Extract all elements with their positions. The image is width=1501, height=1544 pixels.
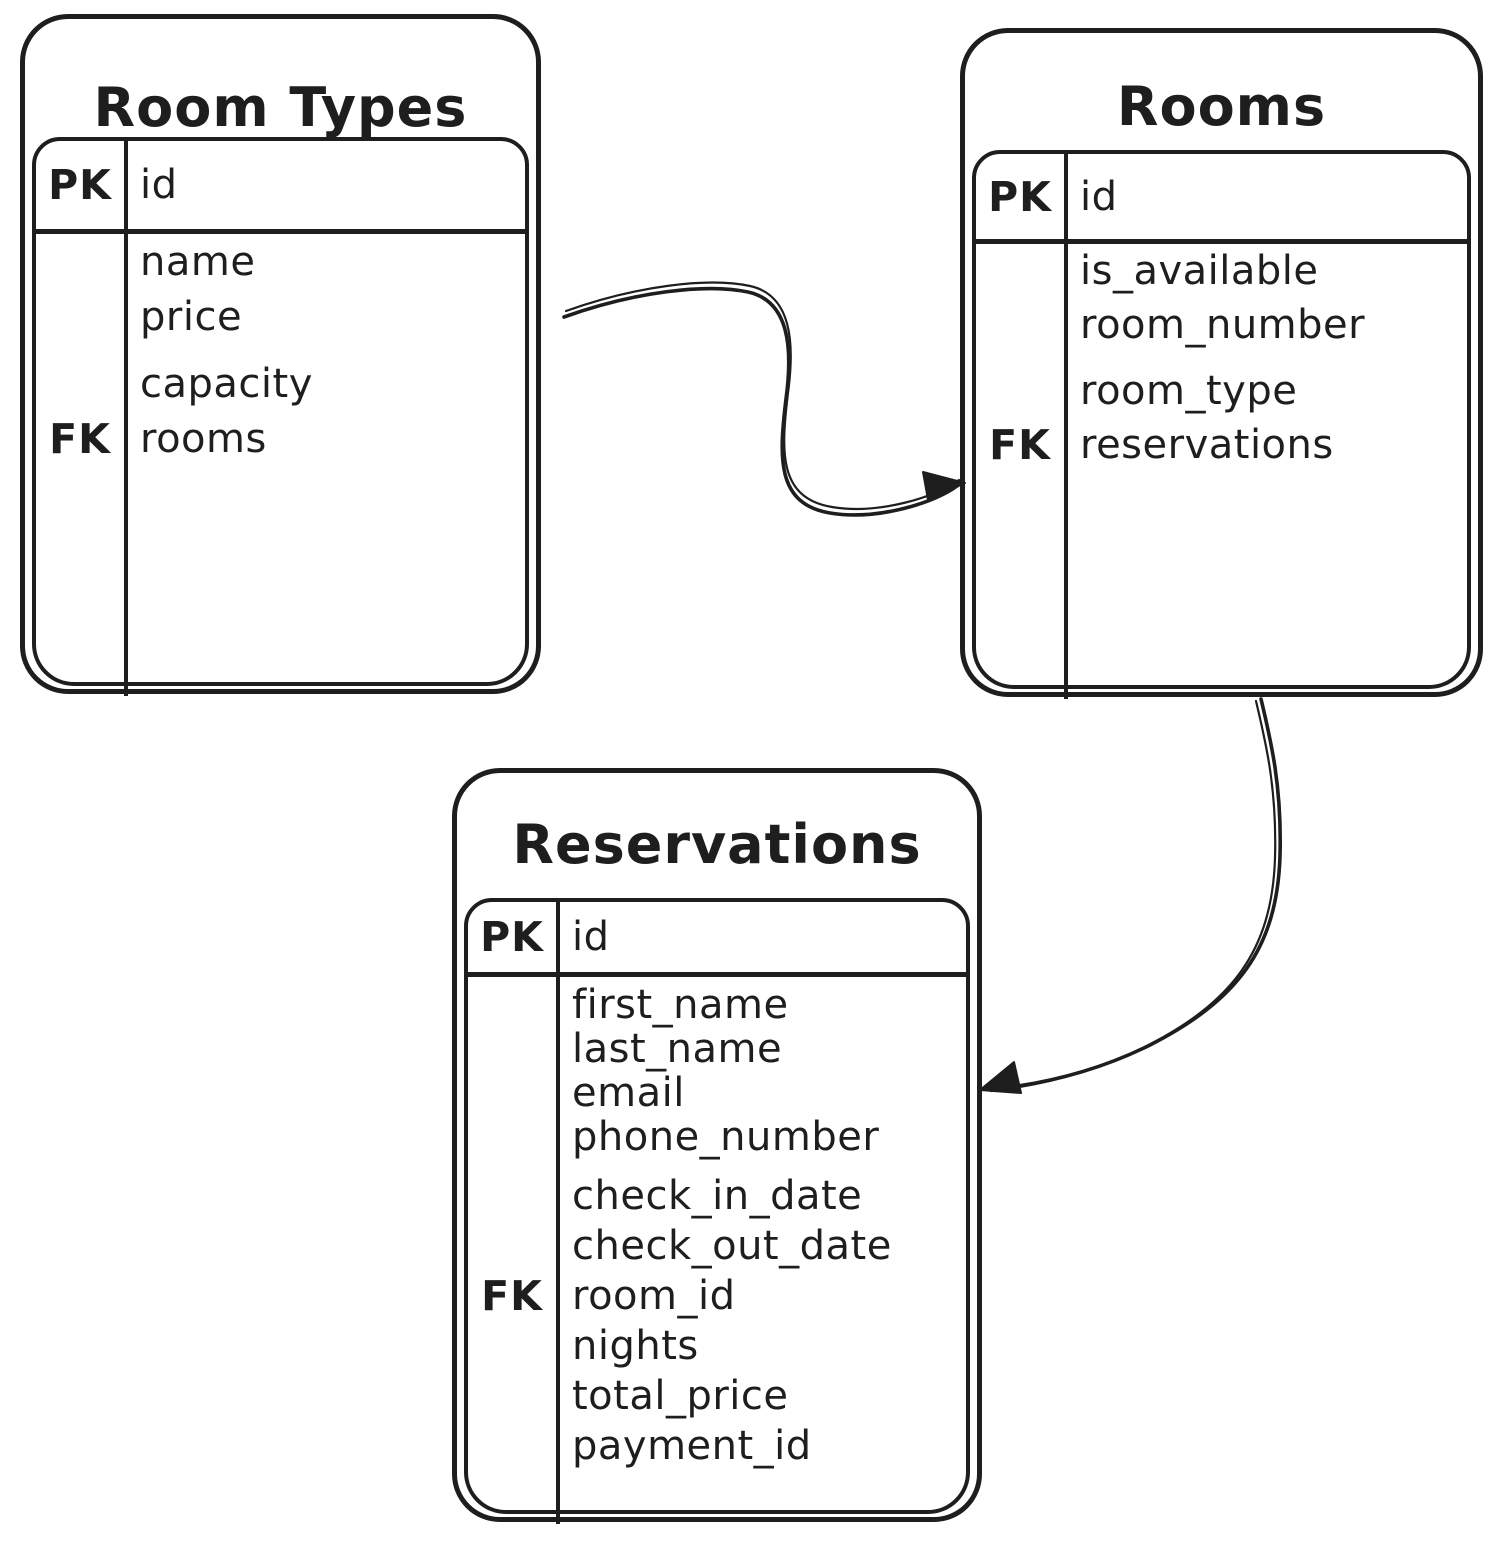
attribute-row: is_available [976, 244, 1467, 298]
table-field-panel: PK id first_name last_name email [464, 898, 970, 1524]
table-title: Room Types [93, 76, 468, 139]
attribute-row: check_out_date [468, 1221, 966, 1271]
attribute-row: payment_id [468, 1421, 966, 1471]
pk-key-label: PK [48, 161, 112, 209]
field-label: price [140, 293, 243, 340]
table-rooms[interactable]: Rooms PK id is_available room_number roo… [960, 28, 1483, 699]
attribute-row: check_in_date [468, 1171, 966, 1221]
field-label: first_name [572, 982, 789, 1028]
key-column-divider [556, 898, 560, 1524]
relation-arrow-room-types-to-rooms[interactable] [562, 281, 966, 517]
attribute-row: price [36, 289, 525, 344]
table-reservations[interactable]: Reservations PK id first_name last_name … [452, 768, 982, 1524]
field-label: capacity [140, 360, 313, 407]
attribute-row: nights [468, 1321, 966, 1371]
key-column-divider [124, 137, 128, 696]
attribute-row: room_type [976, 364, 1467, 418]
pk-field-label: id [1080, 173, 1118, 220]
table-field-panel: PK id name price capacity FK roo [32, 137, 529, 696]
key-label: FK [481, 1272, 543, 1320]
table-title: Rooms [1116, 75, 1327, 138]
pk-field-label: id [140, 162, 178, 208]
attribute-row: FK rooms [36, 411, 525, 466]
field-label: check_out_date [572, 1223, 892, 1269]
field-label: phone_number [572, 1114, 880, 1160]
field-label: check_in_date [572, 1173, 863, 1219]
field-label: rooms [140, 415, 267, 462]
field-label: email [572, 1070, 685, 1116]
attribute-list: name price capacity FK rooms [36, 234, 525, 466]
attribute-row: FK room_id [468, 1271, 966, 1321]
attribute-row: phone_number [468, 1114, 966, 1160]
arrowhead-icon [922, 471, 966, 501]
field-label: payment_id [572, 1423, 812, 1469]
attribute-list: is_available room_number room_type FK re… [976, 244, 1467, 472]
key-label: FK [49, 414, 111, 463]
field-label: nights [572, 1323, 699, 1369]
field-label: reservations [1080, 422, 1334, 468]
attribute-row: first_name [468, 982, 966, 1028]
pk-key-label: PK [988, 172, 1052, 221]
field-label: name [140, 238, 256, 285]
attribute-row: total_price [468, 1371, 966, 1421]
field-label: room_type [1080, 368, 1298, 414]
pk-key-label: PK [480, 913, 544, 961]
field-label: room_id [572, 1273, 736, 1319]
attribute-list: first_name last_name email phone_number … [468, 977, 966, 1471]
field-label: total_price [572, 1373, 789, 1419]
table-field-panel: PK id is_available room_number room_type… [972, 150, 1471, 699]
key-column-divider [1064, 150, 1068, 699]
key-label: FK [989, 421, 1051, 469]
pk-row: PK id [468, 902, 966, 977]
attribute-row: name [36, 234, 525, 289]
pk-field-label: id [572, 914, 610, 960]
table-title: Reservations [512, 813, 922, 876]
pk-row: PK id [976, 154, 1467, 244]
attribute-row: capacity [36, 356, 525, 411]
field-label: is_available [1080, 248, 1319, 294]
arrowhead-icon [979, 1061, 1022, 1094]
field-label: room_number [1080, 302, 1366, 348]
relation-arrow-rooms-to-reservations[interactable] [979, 697, 1283, 1094]
attribute-row: FK reservations [976, 418, 1467, 472]
attribute-row: last_name [468, 1026, 966, 1072]
attribute-row: room_number [976, 298, 1467, 352]
field-label: last_name [572, 1026, 783, 1072]
attribute-row: email [468, 1070, 966, 1116]
pk-row: PK id [36, 141, 525, 234]
table-room-types[interactable]: Room Types PK id name price capacity [20, 14, 541, 696]
